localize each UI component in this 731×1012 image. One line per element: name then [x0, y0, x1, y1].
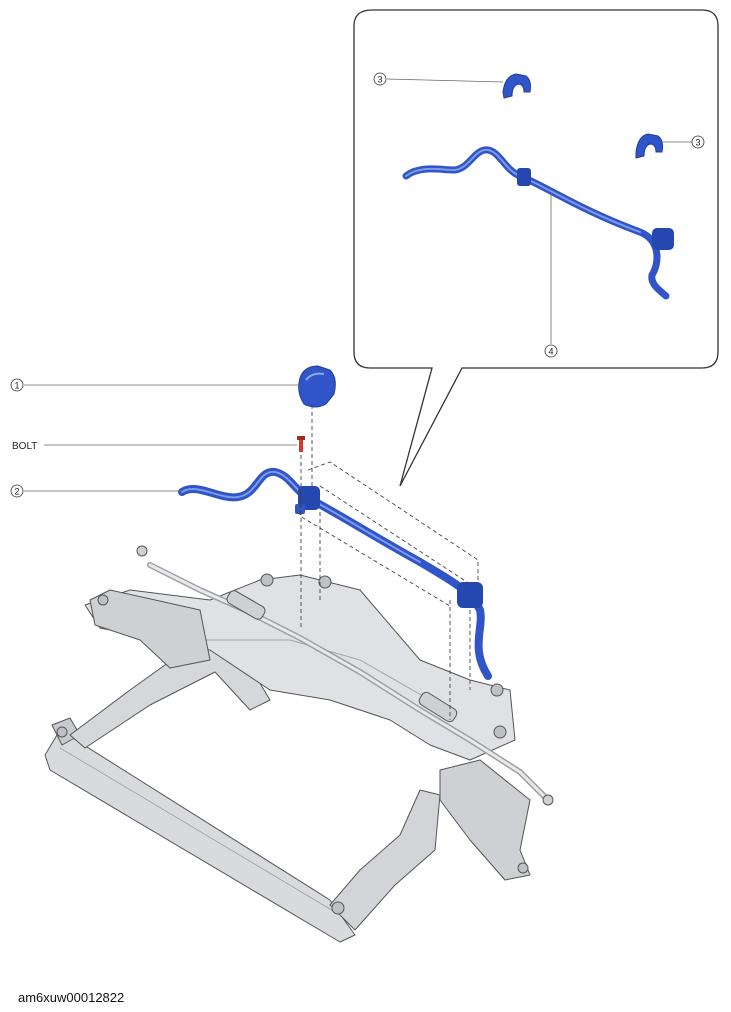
callout-3b: 3 [691, 135, 705, 149]
callout-3b-text: 3 [695, 138, 700, 148]
left-control-arm [89, 589, 211, 669]
stabilizer-bushing-left [298, 486, 320, 510]
subframe-right-arm [329, 789, 441, 931]
steering-rack [136, 545, 554, 806]
callout-1: 1 [10, 378, 24, 392]
callout-3a: 3 [373, 72, 387, 86]
callout-4: 4 [544, 344, 558, 358]
main-leaders [24, 384, 302, 492]
bolt [297, 436, 305, 452]
tie-rod-end-right [542, 794, 554, 806]
subframe-front-rail [44, 729, 356, 943]
detail-callout: 3 3 4 [353, 9, 719, 487]
detail-clamp-right [635, 133, 663, 159]
stabilizer-bar-cover [298, 365, 336, 408]
detail-bushing-right [652, 228, 674, 250]
detail-callout-outline [353, 9, 719, 487]
tie-rod-end-left [136, 545, 148, 557]
installation-guides [299, 405, 479, 720]
bolt-label: BOLT [12, 441, 37, 452]
callout-1-text: 1 [14, 381, 19, 391]
subframe [44, 573, 531, 943]
detail-clamp-top [502, 73, 531, 99]
detail-bushing-left [517, 168, 531, 186]
figure-id: am6xuw00012822 [18, 990, 125, 1005]
right-control-arm [439, 759, 531, 881]
callout-2-text: 2 [14, 487, 19, 497]
stabilizer-bar-assembly [178, 468, 492, 680]
callout-4-text: 4 [548, 347, 553, 357]
subframe-left-arm [69, 639, 271, 749]
callout-2: 2 [10, 484, 24, 498]
stabilizer-bushing-right [457, 582, 483, 608]
callout-3a-text: 3 [377, 75, 382, 85]
